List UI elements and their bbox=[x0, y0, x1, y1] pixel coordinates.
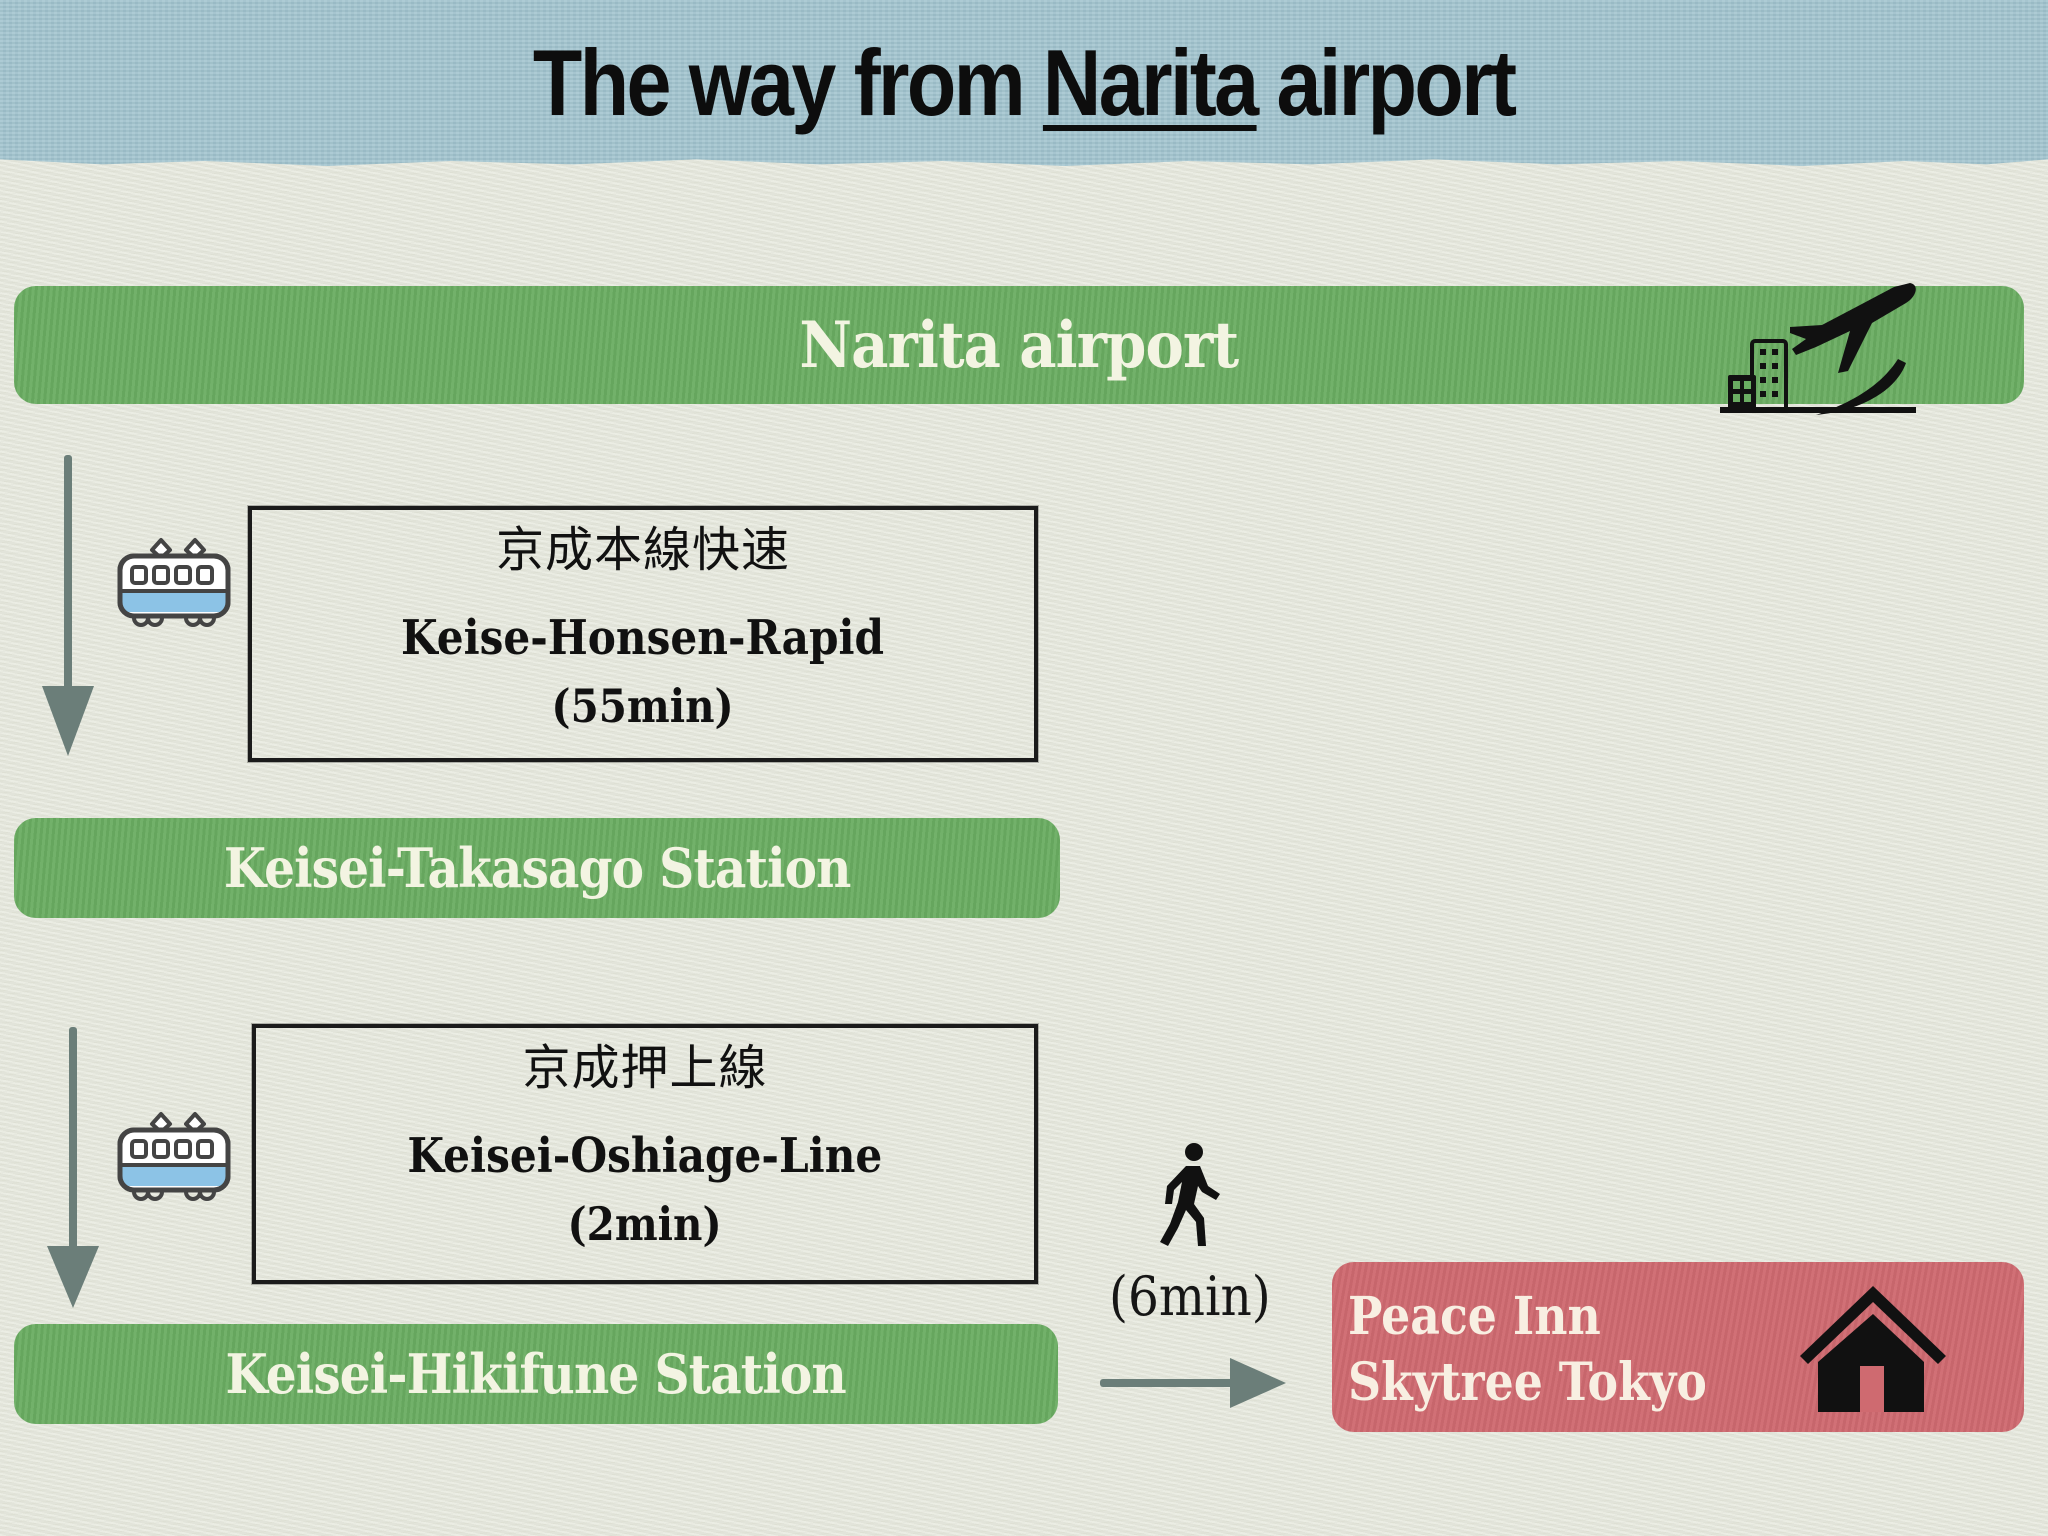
travel-duration-text: (2min) bbox=[567, 1197, 723, 1251]
route-box-keisei-main-rapid: 京成本線快速 Keise-Honsen-Rapid (55min) bbox=[248, 506, 1038, 762]
train-icon bbox=[117, 538, 231, 627]
walk-duration-text: (6min) bbox=[1109, 1265, 1271, 1328]
house-icon bbox=[1800, 1286, 1946, 1412]
station-keisei-takasago: Keisei-Takasago Station bbox=[14, 818, 1060, 918]
destination-name: Peace Inn Skytree Tokyo bbox=[1348, 1284, 1707, 1416]
station-label: Keisei-Takasago Station bbox=[223, 836, 852, 900]
right-arrow bbox=[1100, 1358, 1286, 1408]
line-name-jp: 京成本線快速 bbox=[495, 522, 790, 578]
travel-duration: (55min) bbox=[252, 676, 1034, 736]
destination-name-line1: Peace Inn bbox=[1348, 1286, 1601, 1347]
route-box-keisei-oshiage-line: 京成押上線 Keisei-Oshiage-Line (2min) bbox=[252, 1024, 1038, 1284]
travel-duration: (2min) bbox=[256, 1194, 1034, 1254]
airport-departure-icon bbox=[1720, 283, 1916, 415]
line-name-en-text: Keise-Honsen-Rapid bbox=[401, 610, 885, 666]
title-prefix: The way from bbox=[533, 30, 1044, 135]
line-name-en-text: Keisei-Oshiage-Line bbox=[407, 1128, 883, 1184]
walk-duration: (6min) bbox=[1090, 1262, 1290, 1332]
walking-person-icon bbox=[1160, 1143, 1220, 1246]
title-suffix: airport bbox=[1256, 30, 1518, 135]
destination-peace-inn-skytree-tokyo: Peace Inn Skytree Tokyo bbox=[1332, 1262, 2024, 1432]
destination-name-line2: Skytree Tokyo bbox=[1348, 1352, 1707, 1413]
down-arrow-2 bbox=[69, 1027, 77, 1255]
header-band bbox=[0, 0, 2048, 166]
down-arrow-1-head bbox=[42, 686, 94, 756]
line-name-jp: 京成押上線 bbox=[522, 1040, 768, 1096]
station-keisei-hikifune: Keisei-Hikifune Station bbox=[14, 1324, 1058, 1424]
origin-narita-airport: Narita airport bbox=[14, 286, 2024, 404]
down-arrow-2-head bbox=[47, 1246, 99, 1308]
line-name-en: Keisei-Oshiage-Line bbox=[256, 1126, 1034, 1186]
page-title: The way from Narita airport bbox=[0, 28, 2048, 138]
station-label: Keisei-Hikifune Station bbox=[225, 1342, 847, 1406]
train-icon bbox=[117, 1112, 231, 1201]
title-emphasis: Narita bbox=[1043, 30, 1259, 135]
line-name-en: Keise-Honsen-Rapid bbox=[252, 608, 1034, 668]
down-arrow-1 bbox=[64, 455, 72, 695]
travel-duration-text: (55min) bbox=[551, 679, 735, 733]
origin-label: Narita airport bbox=[799, 307, 1240, 383]
